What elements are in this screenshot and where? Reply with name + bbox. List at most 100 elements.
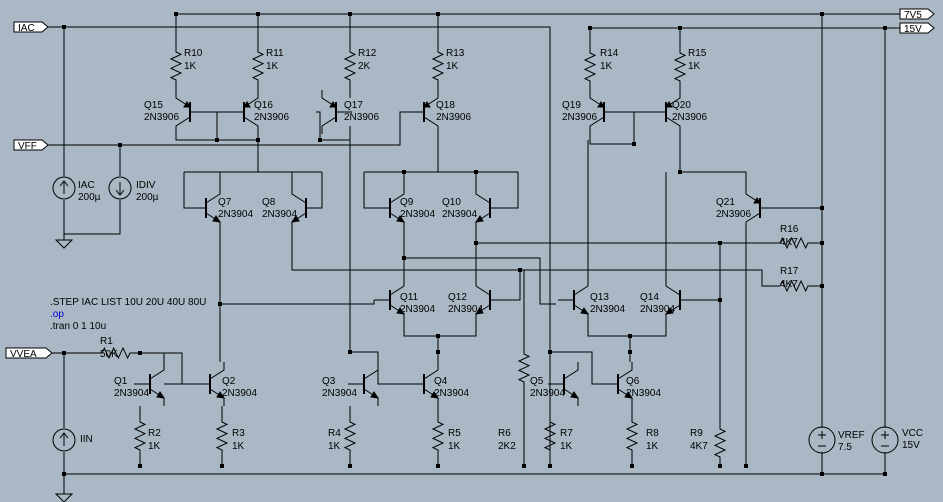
resistor-ref-r4: R4 (328, 428, 341, 439)
transistor-model-q2: 2N3904 (222, 388, 257, 399)
junction-dot (744, 464, 748, 468)
junction-dot (318, 138, 322, 142)
junction-dot (348, 350, 352, 354)
resistor-r7 (543, 406, 557, 466)
resistor-r13 (431, 40, 445, 92)
current-source-ref-idiv: IDIV (136, 180, 156, 191)
junction-dot (138, 351, 142, 355)
junction-dot (62, 351, 66, 355)
resistor-ref-r3: R3 (232, 428, 245, 439)
resistor-value-r4: 1K (328, 441, 341, 452)
transistor-q7 (190, 186, 222, 230)
resistor-ref-r14: R14 (600, 48, 619, 59)
resistor-value-r8: 1K (646, 441, 659, 452)
transistor-model-q5: 2N3904 (530, 388, 565, 399)
resistor-ref-r17: R17 (780, 266, 799, 277)
components (52, 40, 899, 502)
transistor-ref-q8: Q8 (262, 197, 276, 208)
transistor-model-q17: 2N3906 (344, 112, 379, 123)
junction-dot (820, 472, 824, 476)
transistor-model-q14: 2N3904 (640, 304, 675, 315)
resistor-ref-r11: R11 (266, 48, 284, 59)
transistor-ref-q10: Q10 (442, 197, 461, 208)
transistor-ref-q19: Q19 (562, 100, 581, 111)
junction-dot (628, 334, 632, 338)
resistor-ref-r16: R16 (780, 224, 799, 235)
resistor-r16 (766, 236, 822, 250)
junction-dot (256, 138, 260, 142)
junction-dot (348, 12, 352, 16)
resistor-ref-r9: R9 (690, 428, 703, 439)
resistor-r17 (766, 279, 822, 293)
junction-dot (436, 12, 440, 16)
resistor-value-r7: 1K (560, 441, 573, 452)
transistor-q14 (664, 278, 696, 322)
transistor-model-q20: 2N3906 (672, 112, 707, 123)
voltage-source-ref-vcc: VCC (902, 428, 923, 439)
ground-symbol (54, 232, 74, 249)
transistor-q5 (548, 362, 580, 406)
junction-dot (588, 26, 592, 30)
current-source-value-iac: 200µ (78, 192, 101, 203)
transistor-model-q7: 2N3904 (218, 209, 253, 220)
net-label-vff-text: VFF (18, 141, 37, 152)
junction-dot (548, 350, 552, 354)
transistor-model-q19: 2N3906 (562, 112, 597, 123)
junction-dot (678, 170, 682, 174)
resistor-r3 (215, 406, 229, 466)
directive-tran: .tran 0 1 10u (50, 321, 106, 332)
transistor-q9 (374, 186, 406, 230)
junction-dot (883, 472, 887, 476)
transistor-model-q4: 2N3904 (434, 388, 469, 399)
junction-dot (215, 138, 219, 142)
transistor-ref-q4: Q4 (434, 376, 448, 387)
directive-op: .op (50, 309, 64, 320)
current-source-value-idiv: 200µ (136, 192, 159, 203)
directive-step: .STEP IAC LIST 10U 20U 40U 80U (50, 297, 206, 308)
net-label-15v-text: 15V (904, 24, 922, 35)
junction-dot (628, 350, 632, 354)
resistor-r11 (251, 40, 265, 92)
junction-dot (62, 25, 66, 29)
junction-dot (436, 350, 440, 354)
resistor-value-r14: 1K (600, 61, 613, 72)
transistor-model-q12: 2N3904 (448, 304, 483, 315)
resistor-value-r10: 1K (184, 61, 197, 72)
junction-dot (218, 302, 222, 306)
junction-dot (138, 464, 142, 468)
junction-dot (548, 464, 552, 468)
current-source-idiv (108, 176, 132, 200)
resistor-value-r3: 1K (232, 441, 245, 452)
junction-dot (118, 143, 122, 147)
resistor-ref-r13: R13 (446, 48, 465, 59)
resistor-value-r9: 4K7 (690, 441, 708, 452)
resistor-value-r15: 1K (688, 61, 701, 72)
junction-dot (820, 284, 824, 288)
net-label-vvea: VVEA (5, 347, 53, 360)
transistor-model-q3: 2N3904 (322, 388, 357, 399)
net-label-7v5: 7V5 (899, 8, 935, 21)
transistor-q11 (374, 278, 406, 322)
net-label-7v5-text: 7V5 (904, 10, 922, 21)
transistor-q12 (474, 278, 506, 322)
resistor-value-r12: 2K (358, 61, 371, 72)
junction-dot (518, 268, 522, 272)
junction-dots (62, 12, 887, 476)
transistor-model-q11: 2N3904 (400, 304, 435, 315)
transistor-model-q1: 2N3904 (114, 388, 149, 399)
transistor-ref-q20: Q20 (672, 100, 691, 111)
transistor-model-q15: 2N3906 (144, 112, 179, 123)
junction-dot (820, 206, 824, 210)
junction-dot (718, 298, 722, 302)
resistor-ref-r10: R10 (184, 48, 203, 59)
transistor-model-q10: 2N3904 (442, 209, 477, 220)
junction-dot (62, 472, 66, 476)
transistor-ref-q1: Q1 (114, 376, 128, 387)
transistor-q6 (602, 362, 634, 406)
junction-dot (436, 464, 440, 468)
transistor-q20 (650, 90, 681, 134)
transistor-q18 (408, 90, 439, 134)
transistor-ref-q5: Q5 (530, 376, 544, 387)
net-label-vvea-text: VVEA (10, 349, 37, 360)
transistor-q2 (194, 362, 226, 406)
